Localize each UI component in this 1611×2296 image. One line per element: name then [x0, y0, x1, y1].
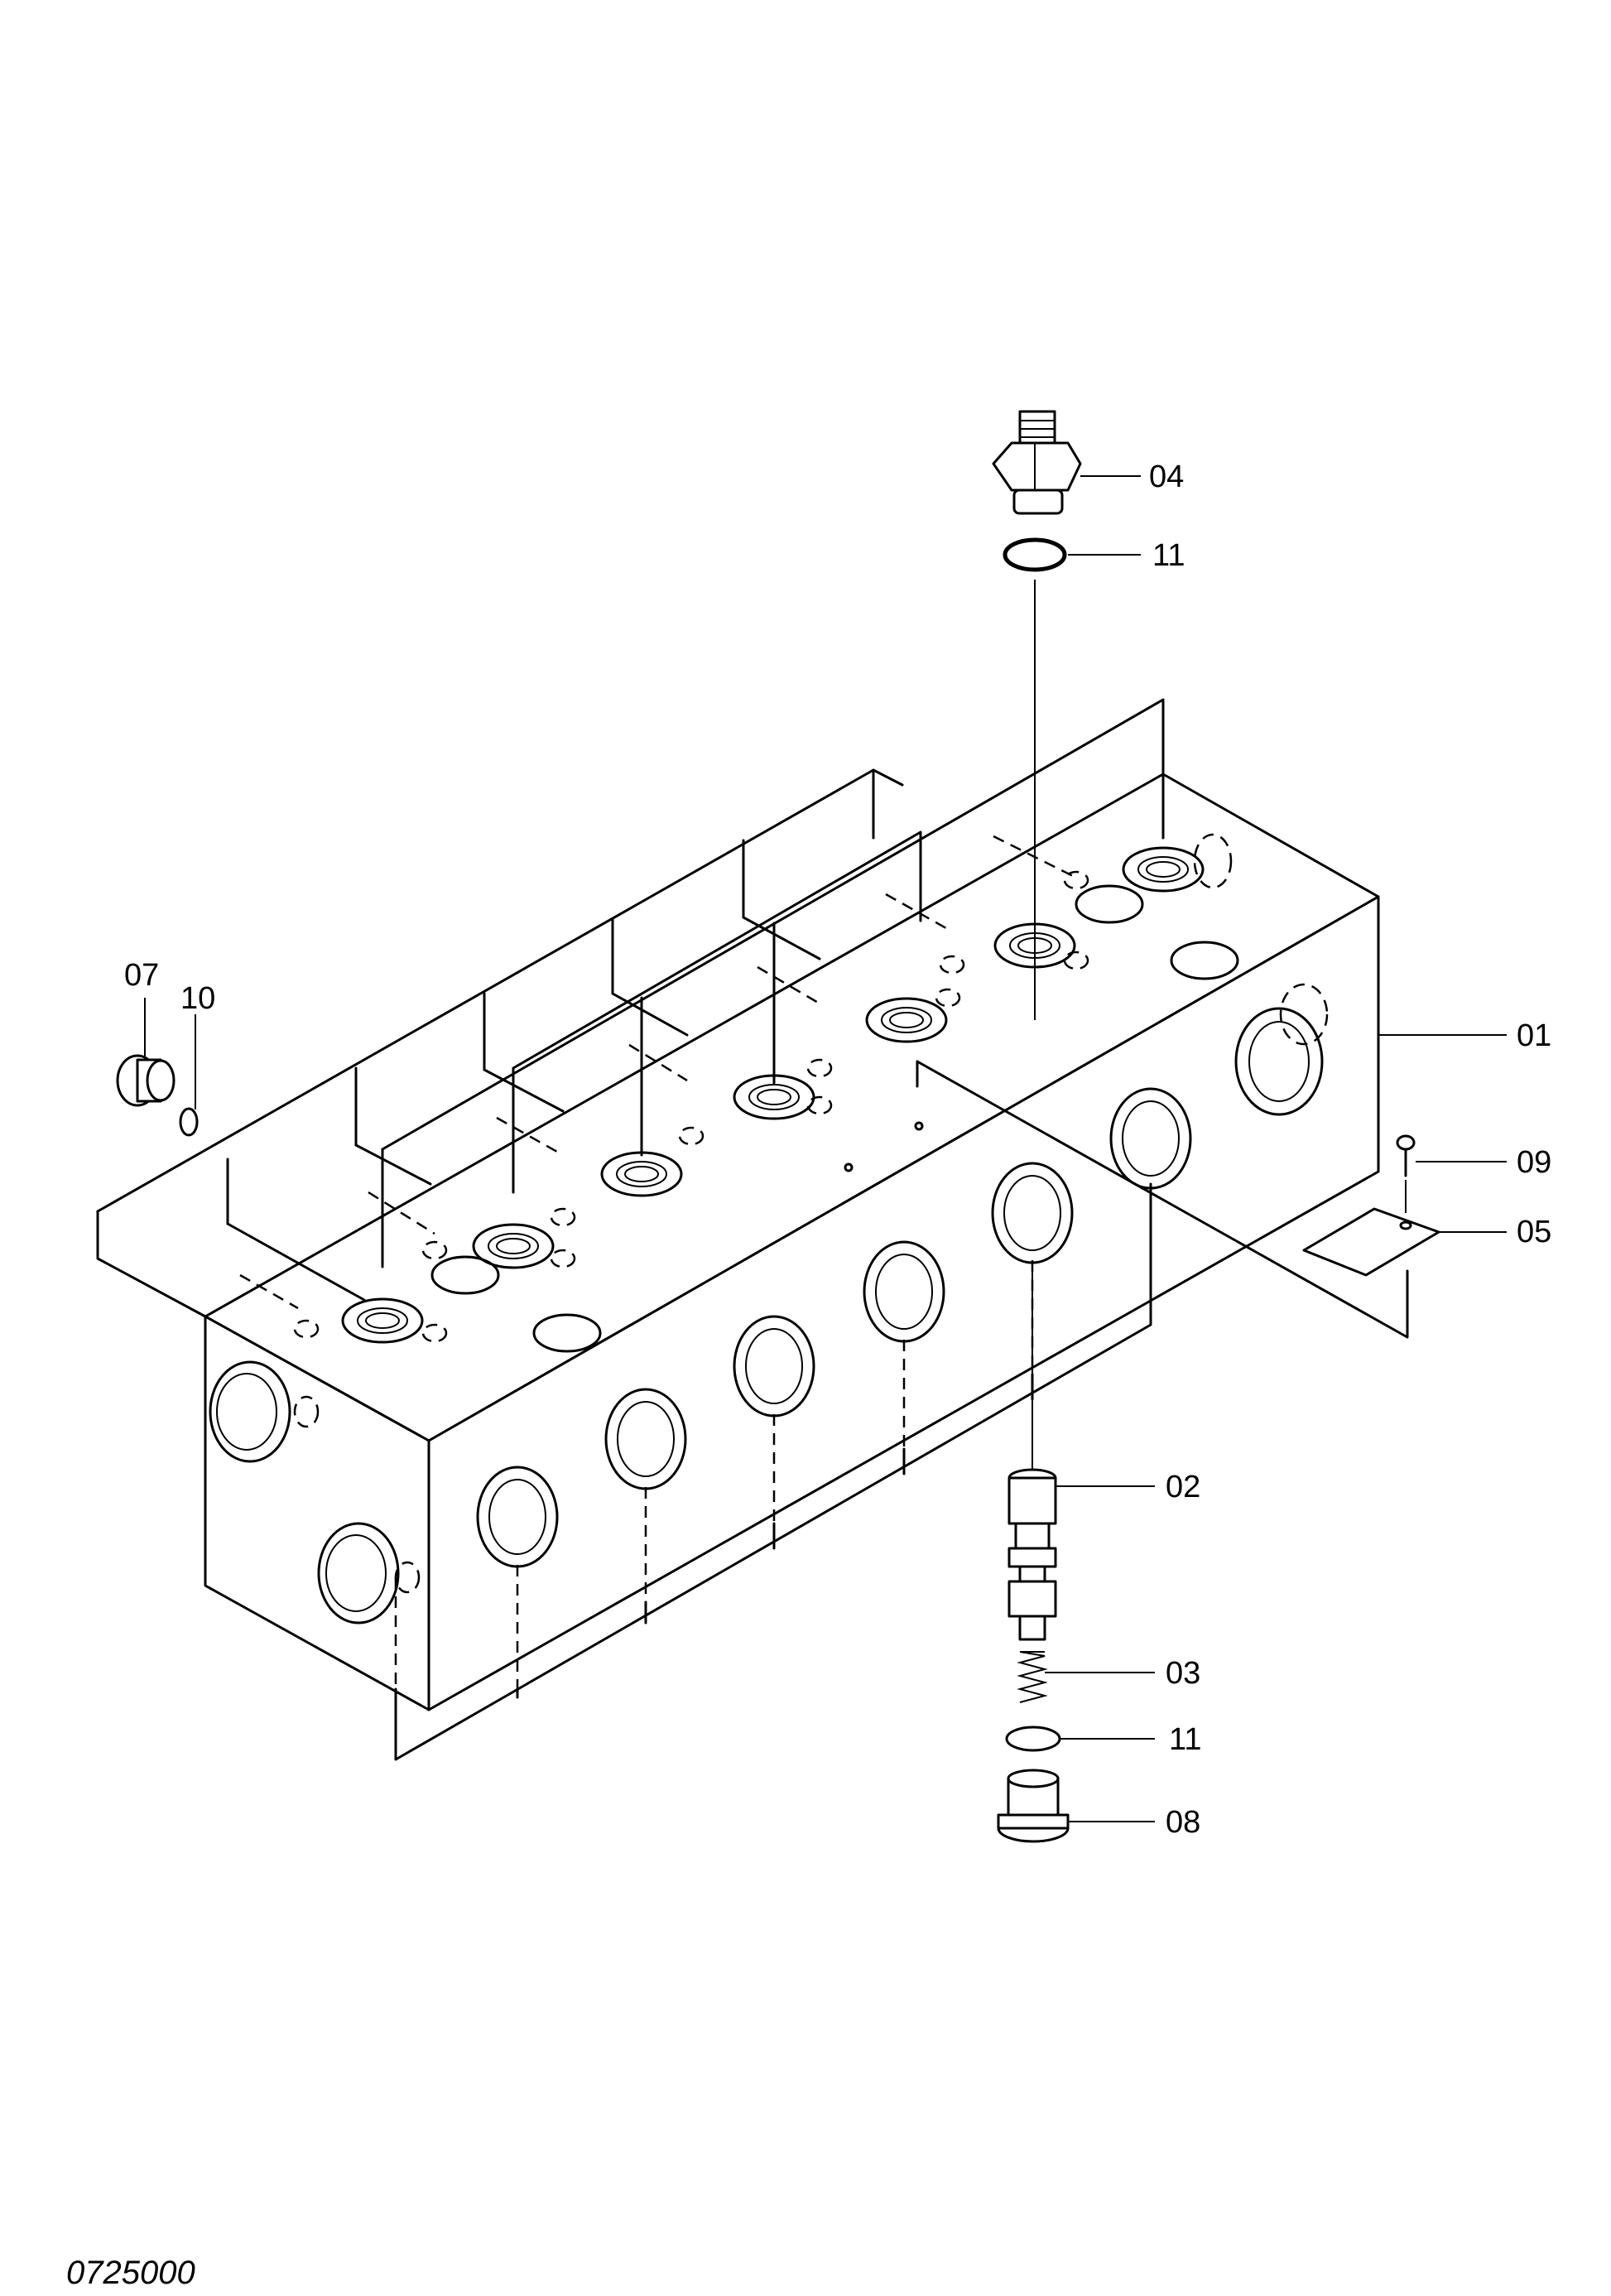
- top-port: [1122, 846, 1205, 893]
- callout-11-bottom: 11: [1169, 1722, 1201, 1757]
- top-port: [865, 997, 948, 1043]
- callout-05: 05: [1517, 1215, 1551, 1249]
- part-08-plug: [997, 1769, 1070, 1843]
- plain-bore: [532, 1313, 602, 1353]
- top-port: [472, 1223, 555, 1269]
- callout-08: 08: [1166, 1805, 1200, 1840]
- part-11-oring-bottom: [1005, 1726, 1061, 1752]
- plain-bore: [430, 1255, 500, 1295]
- side-port: [317, 1522, 421, 1625]
- callout-leaders: [144, 475, 1507, 1822]
- front-ports: [209, 1360, 421, 1625]
- section-outlines: [96, 698, 1165, 1318]
- part-02-spool: [1007, 1263, 1057, 1641]
- part-05-nameplate: [1302, 1207, 1440, 1277]
- callout-11-top: 11: [1152, 538, 1185, 573]
- plain-bore: [1075, 884, 1144, 924]
- callout-03: 03: [1166, 1656, 1200, 1691]
- part-04-fitting: [992, 410, 1082, 515]
- callout-07: 07: [124, 958, 159, 993]
- callout-10: 10: [180, 981, 215, 1016]
- callout-04: 04: [1149, 460, 1184, 494]
- callout-01: 01: [1517, 1018, 1551, 1053]
- side-port: [209, 1360, 320, 1463]
- drawing-code: 0725000: [66, 2255, 195, 2291]
- part-03-spring: [1017, 1651, 1048, 1703]
- part-09-screw: [1396, 1134, 1416, 1177]
- side-port: [1234, 983, 1329, 1116]
- callout-09: 09: [1517, 1145, 1551, 1180]
- callout-02: 02: [1166, 1470, 1200, 1504]
- top-port: [600, 1151, 683, 1197]
- part-11-oring-top: [1003, 537, 1067, 572]
- top-port: [341, 1297, 424, 1344]
- part-07-plug: [116, 1054, 176, 1107]
- part-10-ring: [179, 1107, 199, 1137]
- plain-bore: [1170, 941, 1239, 980]
